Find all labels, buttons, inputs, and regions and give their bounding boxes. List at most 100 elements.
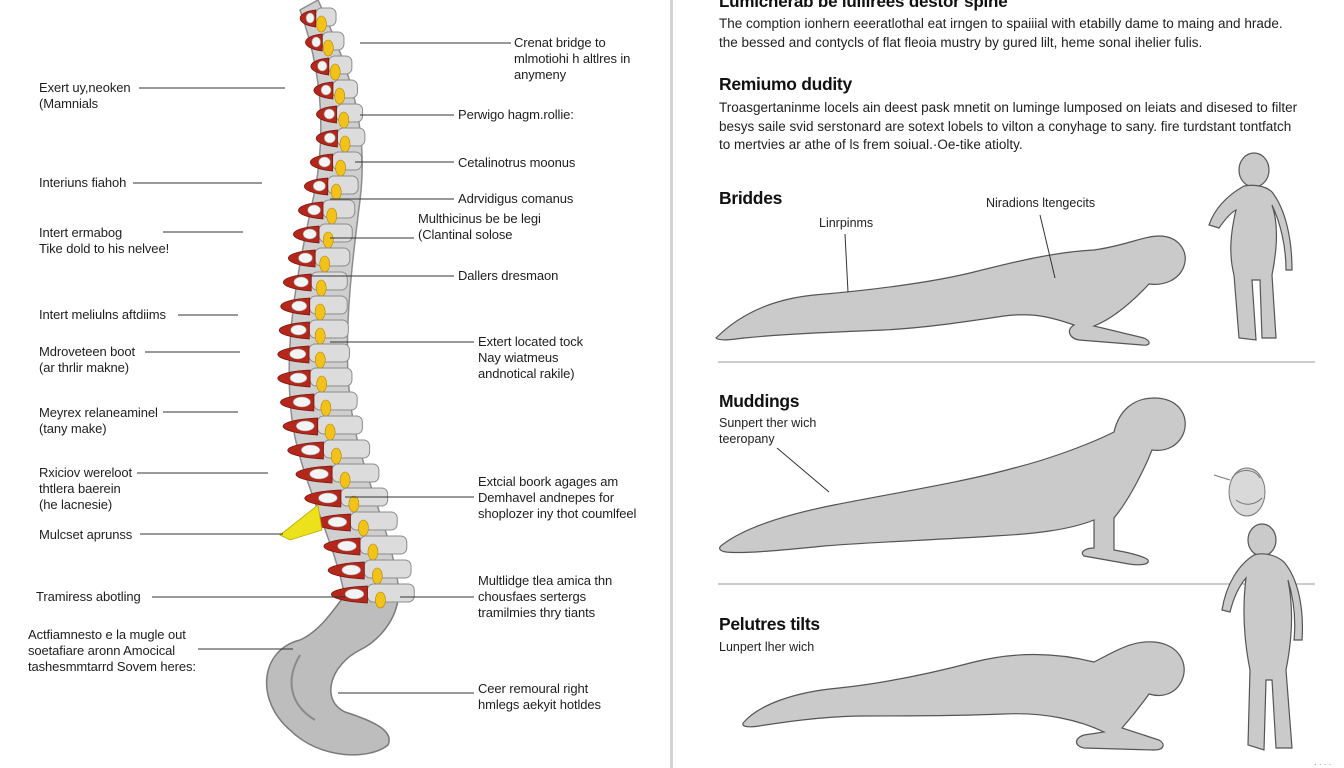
exercise-label-b: Niradions ltengecits	[986, 196, 1096, 210]
facet-joint-8	[312, 180, 326, 192]
intro-text: The comption ionhern eeeratlothal eat ir…	[719, 16, 1283, 50]
right-label-7: Extert located tock Nay wiatmeus andnoti…	[478, 334, 584, 381]
exercise-caption-muddings: Sunpert ther wich teeropany	[719, 416, 817, 446]
exercise-label-a: Linrpinms	[819, 216, 874, 230]
facet-joint-9	[307, 204, 321, 216]
nerve-root-12	[315, 279, 327, 297]
vertebra-25	[366, 583, 415, 603]
facet-joint-1	[305, 12, 315, 24]
facet-joint-25	[344, 588, 365, 600]
panel-divider	[670, 0, 673, 768]
facet-joint-24	[341, 564, 361, 576]
facet-joint-7	[318, 156, 331, 168]
section-heading: Remiumo dudity	[719, 74, 852, 94]
left-label-9: Tramiress abotling	[36, 589, 141, 604]
facet-joint-11	[298, 252, 313, 264]
nerve-root-11	[319, 255, 331, 273]
vertebra-16	[309, 367, 353, 387]
facet-joint-10	[302, 228, 317, 240]
nerve-root-13	[314, 303, 326, 321]
facet-joint-6	[323, 132, 336, 144]
left-label-6: Meyrex relaneaminel (tany make)	[39, 405, 158, 436]
facet-joint-15	[289, 348, 307, 360]
facet-joint-23	[337, 540, 357, 552]
right-label-2: Perwigo hagm.rollie:	[458, 107, 574, 122]
nerve-root-8	[330, 183, 342, 201]
vertebra-24	[363, 559, 412, 579]
nerve-root-2	[322, 39, 334, 57]
right-label-9: Multlidge tlea amica thn chousfaes serte…	[478, 573, 613, 620]
nerve-root-4	[334, 87, 346, 105]
corner-mark: · · · ·	[1314, 760, 1331, 768]
right-label-3: Cetalinotrus moonus	[458, 155, 576, 170]
left-label-2: Interiuns fiahoh	[39, 175, 127, 190]
nerve-root-10	[322, 231, 334, 249]
left-label-4: Intert meliulns aftdiims	[39, 307, 166, 322]
nerve-root-23	[367, 543, 379, 561]
nerve-root-17	[320, 399, 332, 417]
right-label-5: Multhicinus be be legi (Clantinal solose	[418, 211, 541, 242]
nerve-root-3	[329, 63, 341, 81]
exercise-illustrations: · · · ·	[715, 152, 1331, 768]
left-label-8: Mulcset aprunss	[39, 527, 133, 542]
nerve-root-15	[314, 351, 326, 369]
right-label-8: Extcial boork agages am Demhavel andnepe…	[478, 474, 637, 521]
figure-plank-low	[715, 235, 1186, 346]
right-label-4: Adrvidigus comanus	[458, 191, 574, 206]
right-label-10: Ceer remoural right hmlegs aekyit hotlde…	[478, 681, 601, 712]
joint-icon	[1213, 467, 1266, 517]
facet-joint-20	[309, 468, 329, 480]
spine-illustration	[133, 0, 511, 756]
facet-joint-18	[295, 420, 315, 432]
facet-joint-3	[317, 60, 328, 72]
sacrum	[265, 594, 399, 756]
vertebra-20	[331, 463, 380, 483]
nerve-root-6	[339, 135, 351, 153]
vertebra-23	[359, 535, 408, 555]
nerve-root-19	[330, 447, 342, 465]
nerve-root-16	[316, 375, 327, 393]
nerve-root-18	[324, 423, 336, 441]
facet-joint-4	[320, 84, 332, 96]
facet-joint-13	[291, 300, 308, 312]
nerve-root-7	[335, 159, 346, 177]
exercise-panel: Lumicherab be iuillrees destor spine The…	[674, 0, 1344, 768]
nerve-root-5	[338, 111, 350, 129]
vertebra-19	[322, 439, 371, 459]
nerve-root-14	[314, 327, 326, 345]
figure-standing	[1208, 152, 1293, 341]
nerve-root-1	[316, 15, 327, 33]
facet-joint-14	[290, 324, 307, 336]
nerve-root-20	[339, 471, 351, 489]
panel-title: Lumicherab be iuillrees destor spine	[719, 0, 1008, 11]
facet-joint-22	[327, 516, 348, 528]
left-label-10: Actfiamnesto e la mugle out soetafiare a…	[28, 627, 196, 674]
nerve-root-22	[358, 519, 369, 537]
vertebra-18	[317, 415, 363, 435]
exercise-heading-muddings: Muddings	[719, 391, 800, 411]
nerve-root-25	[375, 591, 386, 609]
left-label-7: Rxiciov wereloot thtlera baerein (he lac…	[39, 465, 133, 512]
exercise-caption-pelvic-tilts: Lunpert lher wich	[719, 640, 815, 654]
nerve-root-21	[348, 495, 360, 513]
right-label-1: Crenat bridge to mlmotiohi h altlres in …	[514, 35, 631, 82]
exercise-heading-bridges: Briddes	[719, 188, 783, 208]
nerve-root-9	[326, 207, 338, 225]
highlighted-region	[279, 504, 323, 541]
facet-joint-17	[292, 396, 311, 408]
figure-standing-side	[1221, 523, 1303, 751]
vertebrae-group	[277, 7, 415, 609]
figure-forearm-plank	[742, 641, 1185, 751]
leader-lines	[133, 42, 511, 694]
exercise-heading-pelvic-tilts: Pelutres tilts	[719, 614, 820, 634]
left-label-5: Mdroveteen boot (ar thrlir makne)	[39, 344, 136, 375]
facet-joint-2	[311, 36, 321, 48]
facet-joint-19	[301, 444, 321, 456]
section-text: Troasgertaninme locels ain deest pask mn…	[719, 100, 1298, 152]
facet-joint-12	[293, 276, 309, 288]
right-label-6: Dallers dresmaon	[458, 268, 559, 283]
facet-joint-5	[323, 108, 335, 120]
left-label-1: Exert uy,neoken (Mamnials	[39, 80, 131, 111]
facet-joint-16	[289, 372, 308, 384]
